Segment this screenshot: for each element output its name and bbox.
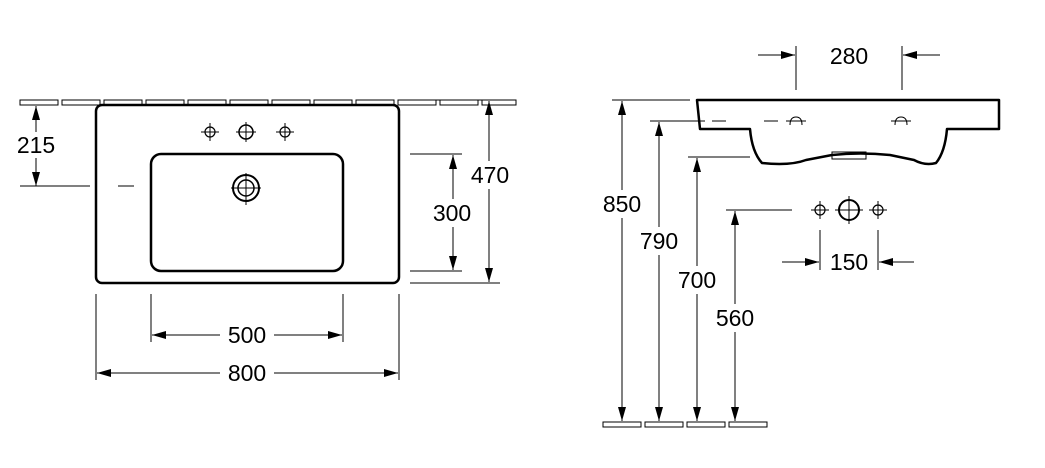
dimension-850-label: 850 [603,191,641,217]
drain-icon [231,173,261,205]
dimension-850: 850 [598,99,690,421]
dimension-215: 215 [10,106,90,187]
dimension-470: 470 [410,99,514,284]
side-tap-hole-left-icon [786,116,806,126]
dimension-280-label: 280 [830,43,868,69]
dimension-300: 300 [410,153,478,272]
dimension-790-label: 790 [640,228,678,254]
siphon-opening [831,151,867,160]
basin-bowl-front [149,152,345,273]
dimension-800: 800 [95,294,400,386]
dimension-790: 790 [636,120,705,421]
dimension-800-label: 800 [228,360,266,386]
dimension-560: 560 [712,209,792,421]
dimension-150: 150 [782,230,914,275]
side-view: 280 850 790 [598,43,1001,428]
tap-hole-center-icon [236,122,256,142]
dimension-280: 280 [758,43,940,90]
wall-outlet-center-icon [835,196,863,224]
dimension-560-label: 560 [716,305,754,331]
dimension-500-label: 500 [228,322,266,348]
floor-tiles [602,421,768,428]
side-tap-hole-right-icon [891,116,911,126]
dimension-700: 700 [674,156,750,421]
dimension-150-label: 150 [830,249,868,275]
dimension-500: 500 [150,294,344,348]
front-view: 215 470 300 [10,99,517,386]
wall-outlet-right-icon [869,201,887,219]
dimension-470-label: 470 [471,162,509,188]
dimension-300-label: 300 [433,200,471,226]
dimension-215-label: 215 [17,132,55,158]
wall-outlet-left-icon [811,201,829,219]
wall-tiles-top [19,99,517,106]
basin-outline-side [695,98,1001,166]
dimension-700-label: 700 [678,267,716,293]
